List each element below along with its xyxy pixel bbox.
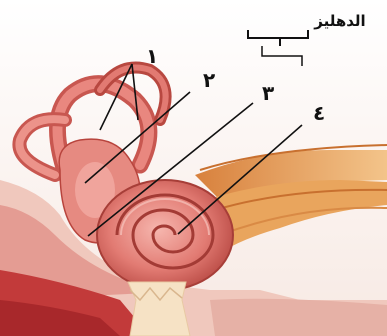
round-window: [128, 282, 190, 336]
label-2: ٢: [203, 68, 215, 92]
vestibule-label: الدهليز: [313, 12, 365, 30]
label-4: ٤: [313, 101, 325, 125]
label-1: ١: [146, 44, 158, 68]
label-3: ٣: [262, 81, 274, 105]
cochlea: [97, 180, 233, 290]
